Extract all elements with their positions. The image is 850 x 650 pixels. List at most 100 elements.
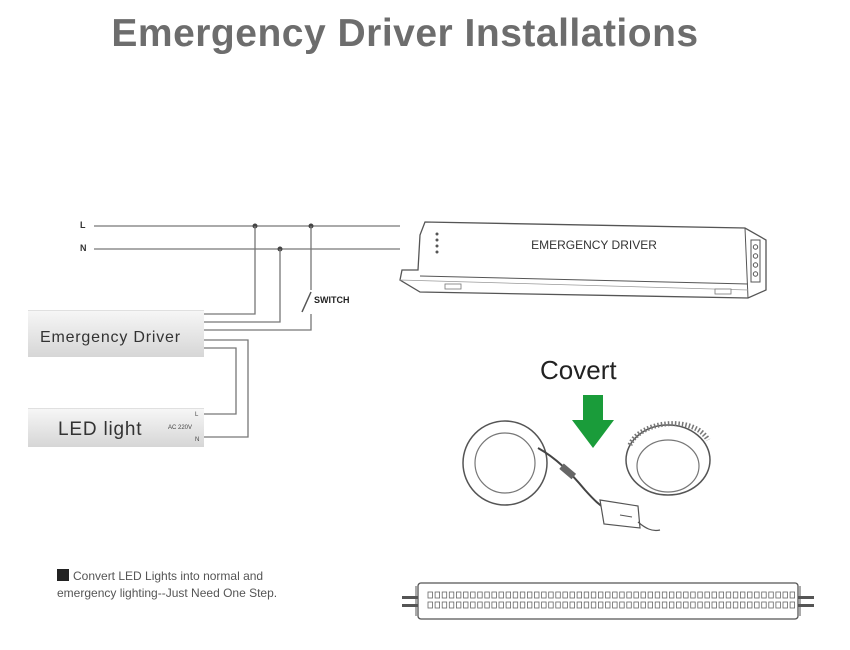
led-chip	[732, 591, 739, 599]
led-chip	[512, 601, 519, 609]
neutral-label: N	[80, 243, 87, 253]
led-light-label: LED light	[58, 419, 143, 440]
led-chip	[519, 601, 526, 609]
led-chip	[505, 591, 512, 599]
led-chip	[484, 601, 490, 609]
led-chip	[654, 591, 661, 599]
led-chip	[527, 601, 533, 609]
led-chip	[626, 591, 632, 599]
led-chip	[789, 591, 795, 599]
led-chip	[455, 591, 462, 599]
led-chip	[605, 591, 611, 599]
led-chip	[583, 601, 590, 609]
led-chip	[598, 591, 604, 599]
led-chip	[612, 601, 618, 609]
led-chip	[455, 601, 462, 609]
led-chip	[590, 601, 597, 609]
emergency-driver-label: Emergency Driver	[40, 329, 181, 346]
switch-label: SWITCH	[314, 295, 350, 305]
led-chip	[718, 591, 724, 599]
led-chip	[654, 601, 661, 609]
led-chip	[619, 591, 625, 599]
led-chip	[576, 601, 582, 609]
led-chip	[590, 591, 597, 599]
note-line-1: Convert LED Lights into normal and	[73, 569, 264, 583]
led-chip	[661, 591, 668, 599]
led-chip	[441, 591, 448, 599]
led-chip	[434, 591, 441, 599]
led-chip	[527, 591, 533, 599]
led-chip	[640, 591, 646, 599]
emergency-driver-box: Emergency Driver	[28, 310, 204, 357]
led-chip	[576, 591, 582, 599]
led-tube-icon	[402, 582, 814, 620]
led-chip	[633, 601, 639, 609]
led-chip	[754, 601, 760, 609]
led-chip	[562, 591, 568, 599]
led-chip	[541, 601, 547, 609]
led-chip	[761, 591, 767, 599]
led-chip	[676, 591, 682, 599]
led-chip	[718, 601, 724, 609]
output-wire	[204, 347, 237, 415]
led-chip	[434, 601, 441, 609]
led-chip	[448, 601, 455, 609]
note-line-2: emergency lighting--Just Need One Step.	[57, 586, 278, 600]
led-chip	[725, 601, 732, 609]
led-chip	[548, 591, 554, 599]
line-label: L	[80, 220, 86, 230]
led-chip	[676, 601, 682, 609]
led-chip	[427, 591, 433, 599]
led-chip	[661, 601, 668, 609]
led-chip	[690, 601, 696, 609]
led-chip	[598, 601, 604, 609]
led-chip	[754, 591, 760, 599]
led-chip	[640, 601, 646, 609]
led-chip	[491, 601, 497, 609]
led-chip	[605, 601, 611, 609]
led-chip	[477, 591, 483, 599]
driver-module-icon	[399, 221, 767, 299]
description-note: Convert LED Lights into normal and emerg…	[57, 568, 277, 602]
led-chip	[491, 591, 497, 599]
terminal-n-label: N	[195, 437, 200, 443]
led-chip	[484, 591, 490, 599]
led-chip	[534, 601, 540, 609]
driver-product-label: EMERGENCY DRIVER	[531, 238, 657, 252]
led-chip	[732, 601, 739, 609]
wire-drop	[204, 226, 256, 315]
led-chip	[519, 591, 526, 599]
led-chip	[534, 591, 540, 599]
led-light-box: LED light AC 220V L N	[28, 408, 204, 447]
page-title: Emergency Driver Installations	[111, 12, 699, 55]
downlight-panel-icon	[462, 420, 711, 532]
led-chip	[612, 591, 618, 599]
led-chip	[477, 601, 483, 609]
led-chip	[711, 591, 717, 599]
led-chip	[768, 591, 774, 599]
led-chip	[548, 601, 554, 609]
led-chip	[498, 601, 504, 609]
led-chip	[775, 601, 781, 609]
switch-lever	[301, 291, 312, 313]
led-chip	[747, 591, 753, 599]
led-chip	[498, 591, 504, 599]
led-chip	[647, 601, 653, 609]
led-chip	[619, 601, 625, 609]
led-chip	[626, 601, 632, 609]
led-chip	[740, 591, 746, 599]
led-chip	[683, 601, 689, 609]
led-chip	[505, 601, 512, 609]
voltage-label: AC 220V	[168, 425, 193, 431]
led-chip	[669, 601, 675, 609]
led-chip	[789, 601, 795, 609]
arrow-down-icon	[572, 395, 614, 448]
led-chip	[711, 601, 717, 609]
led-chip	[470, 601, 476, 609]
led-chip	[725, 591, 732, 599]
wire-drop	[204, 249, 281, 323]
terminal-l-label: L	[195, 412, 199, 418]
led-chip	[583, 591, 590, 599]
